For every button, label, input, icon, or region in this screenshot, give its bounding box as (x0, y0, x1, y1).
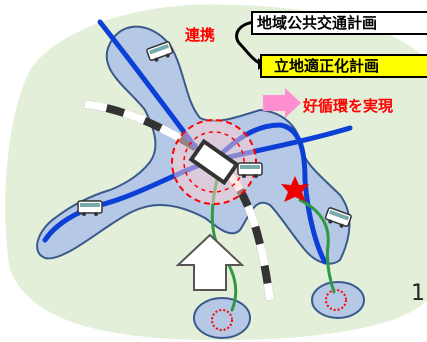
bus-icon (146, 41, 174, 62)
spark-icon (281, 176, 309, 202)
hub-ring-inner (183, 131, 245, 193)
link-label: 連携 (185, 26, 216, 44)
bus-icon (324, 207, 352, 228)
plan-location-box: 立地適正化計画 (260, 54, 427, 78)
plan-transport-box: 地域公共交通計画 (251, 11, 427, 35)
up-arrow-icon (175, 233, 245, 291)
satellite-area-right (311, 281, 365, 319)
satellite-area-bottom (193, 297, 251, 339)
station-icon (188, 138, 240, 186)
satellite-center-right (325, 289, 347, 311)
bus-icon (237, 162, 263, 178)
page-number: 1 (411, 281, 425, 306)
satellite-center-bottom (211, 309, 233, 331)
pink-arrow-icon (263, 88, 301, 118)
bus-icon (77, 200, 103, 216)
result-label: 好循環を実現 (303, 97, 394, 115)
